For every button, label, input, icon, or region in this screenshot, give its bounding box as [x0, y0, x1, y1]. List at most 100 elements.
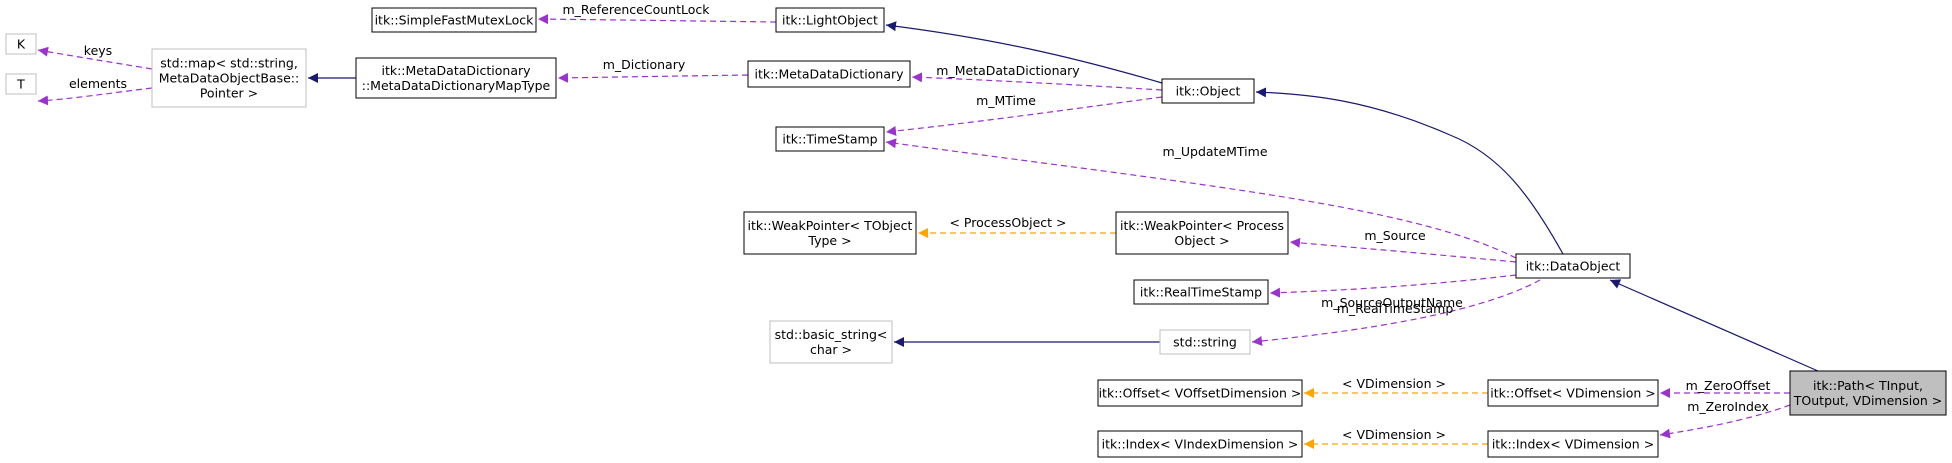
node-label-line: itk::Path< TInput,: [1813, 378, 1923, 393]
node-timestamp[interactable]: itk::TimeStamp: [775, 126, 885, 152]
node-label-line: itk::Offset< VOffsetDimension >: [1099, 386, 1302, 401]
node-box: [743, 211, 917, 255]
node-box: [1161, 78, 1255, 104]
node-label-line: ::MetaDataDictionaryMapType: [362, 78, 551, 93]
edge-sourceoutputname: [1251, 279, 1541, 346]
node-box: [747, 60, 911, 88]
node-path: itk::Path< TInput,TOutput, VDimension >: [1789, 370, 1947, 416]
edge-label-source: m_Source: [1364, 228, 1426, 243]
node-box: [1133, 279, 1269, 305]
node-box: [775, 126, 885, 152]
node-box: [1487, 379, 1659, 407]
node-box: [5, 73, 37, 95]
edge-label-index-vdimension: < VDimension >: [1342, 427, 1446, 442]
node-label-line: itk::Index< VDimension >: [1492, 437, 1654, 452]
edge-label-elements: elements: [69, 76, 127, 91]
node-box: [5, 33, 37, 55]
node-stdstring[interactable]: std::string: [1159, 329, 1251, 355]
node-box: [355, 57, 557, 99]
node-label-line: itk::Object: [1176, 84, 1241, 99]
node-label-line: std::string: [1173, 335, 1237, 350]
node-label-line: itk::LightObject: [782, 13, 878, 28]
node-label-line: char >: [810, 342, 852, 357]
node-label-line: std::basic_string<: [775, 327, 888, 342]
edge-label-realtimestamp: m_RealTimeStamp: [1337, 301, 1454, 316]
edge-dataobject-path: [1609, 279, 1819, 372]
edge-source: [1289, 237, 1517, 263]
edge-refcountlock: [537, 14, 777, 25]
node-box: [1097, 430, 1303, 458]
edge-label-metadatadictionary: m_MetaDataDictionary: [936, 63, 1080, 78]
node-offsetvod[interactable]: itk::Offset< VOffsetDimension >: [1097, 379, 1303, 407]
edge-mtime: [885, 96, 1163, 136]
edge-label-mtime: m_MTime: [976, 93, 1036, 108]
edge-label-zeroindex: m_ZeroIndex: [1687, 399, 1769, 414]
node-box: [1159, 329, 1251, 355]
node-basicstring[interactable]: std::basic_string<char >: [769, 320, 893, 364]
node-box: [1515, 253, 1631, 279]
node-lightobj[interactable]: itk::LightObject: [775, 7, 885, 33]
edge-updatemtime: [885, 138, 1517, 259]
node-indexvd[interactable]: itk::Index< VDimension >: [1487, 430, 1659, 458]
node-box: [769, 320, 893, 364]
node-indexvid[interactable]: itk::Index< VIndexDimension >: [1097, 430, 1303, 458]
node-label-line: T: [16, 77, 25, 92]
edge-label-zerooffset: m_ZeroOffset: [1686, 378, 1771, 393]
node-label-line: itk::MetaDataDictionary: [754, 67, 904, 82]
edges: [37, 14, 1819, 449]
node-label-line: itk::Offset< VDimension >: [1490, 386, 1655, 401]
node-label-line: std::map< std::string,: [160, 56, 298, 71]
node-label-line: MetaDataObjectBase::: [159, 71, 299, 86]
node-label-line: itk::Index< VIndexDimension >: [1102, 437, 1299, 452]
node-box: [1097, 379, 1303, 407]
edge-label-sourceoutputname: m_SourceOutputName: [1321, 295, 1463, 310]
node-T[interactable]: T: [5, 73, 37, 95]
edge-label-updatemtime: m_UpdateMTime: [1162, 144, 1267, 159]
node-label-line: Type >: [807, 233, 851, 248]
node-label-line: K: [17, 37, 26, 52]
node-offsetvd[interactable]: itk::Offset< VDimension >: [1487, 379, 1659, 407]
edge-label-dictionary: m_Dictionary: [603, 57, 686, 72]
edge-dictionary: [557, 72, 749, 83]
node-sfml[interactable]: itk::SimpleFastMutexLock: [371, 7, 537, 33]
edge-labels: keys elements m_Dictionary m_ReferenceCount…: [69, 2, 1771, 442]
node-wppo[interactable]: itk::WeakPointer< ProcessObject >: [1115, 211, 1289, 255]
edge-label-processobject: < ProcessObject >: [949, 215, 1066, 230]
node-box: [371, 7, 537, 33]
node-label-line: TOutput, VDimension >: [1793, 393, 1942, 408]
node-box: [1789, 370, 1947, 416]
edge-zeroindex: [1659, 404, 1791, 439]
node-label-line: itk::MetaDataDictionary: [381, 63, 531, 78]
node-dataobject[interactable]: itk::DataObject: [1515, 253, 1631, 279]
edge-object-dataobject: [1255, 87, 1564, 255]
node-label-line: itk::TimeStamp: [782, 132, 877, 147]
node-label-line: Pointer >: [200, 86, 258, 101]
edge-label-keys: keys: [84, 43, 112, 58]
node-object[interactable]: itk::Object: [1161, 78, 1255, 104]
edge-elements: [37, 87, 153, 106]
node-label-line: itk::WeakPointer< Process: [1120, 218, 1284, 233]
node-map[interactable]: std::map< std::string,MetaDataObjectBase…: [151, 48, 307, 108]
edge-lightobj-object: [885, 21, 1163, 84]
node-box: [151, 48, 307, 108]
edge-keys: [37, 46, 153, 70]
edge-label-offset-vdimension: < VDimension >: [1342, 376, 1446, 391]
node-box: [1487, 430, 1659, 458]
node-mdd[interactable]: itk::MetaDataDictionary: [747, 60, 911, 88]
edge-metadatadictionary: [911, 72, 1163, 91]
edge-label-refcountlock: m_ReferenceCountLock: [563, 2, 711, 17]
node-label-line: itk::SimpleFastMutexLock: [375, 13, 535, 28]
node-label-line: Object >: [1174, 233, 1229, 248]
edge-realtimestamp: [1269, 274, 1517, 298]
node-realtimestamp[interactable]: itk::RealTimeStamp: [1133, 279, 1269, 305]
node-label-line: itk::WeakPointer< TObject: [748, 218, 913, 233]
node-mddmt[interactable]: itk::MetaDataDictionary::MetaDataDiction…: [355, 57, 557, 99]
node-K[interactable]: K: [5, 33, 37, 55]
node-box: [1115, 211, 1289, 255]
node-label-line: itk::RealTimeStamp: [1140, 285, 1262, 300]
node-box: [775, 7, 885, 33]
node-label-line: itk::DataObject: [1526, 259, 1621, 274]
